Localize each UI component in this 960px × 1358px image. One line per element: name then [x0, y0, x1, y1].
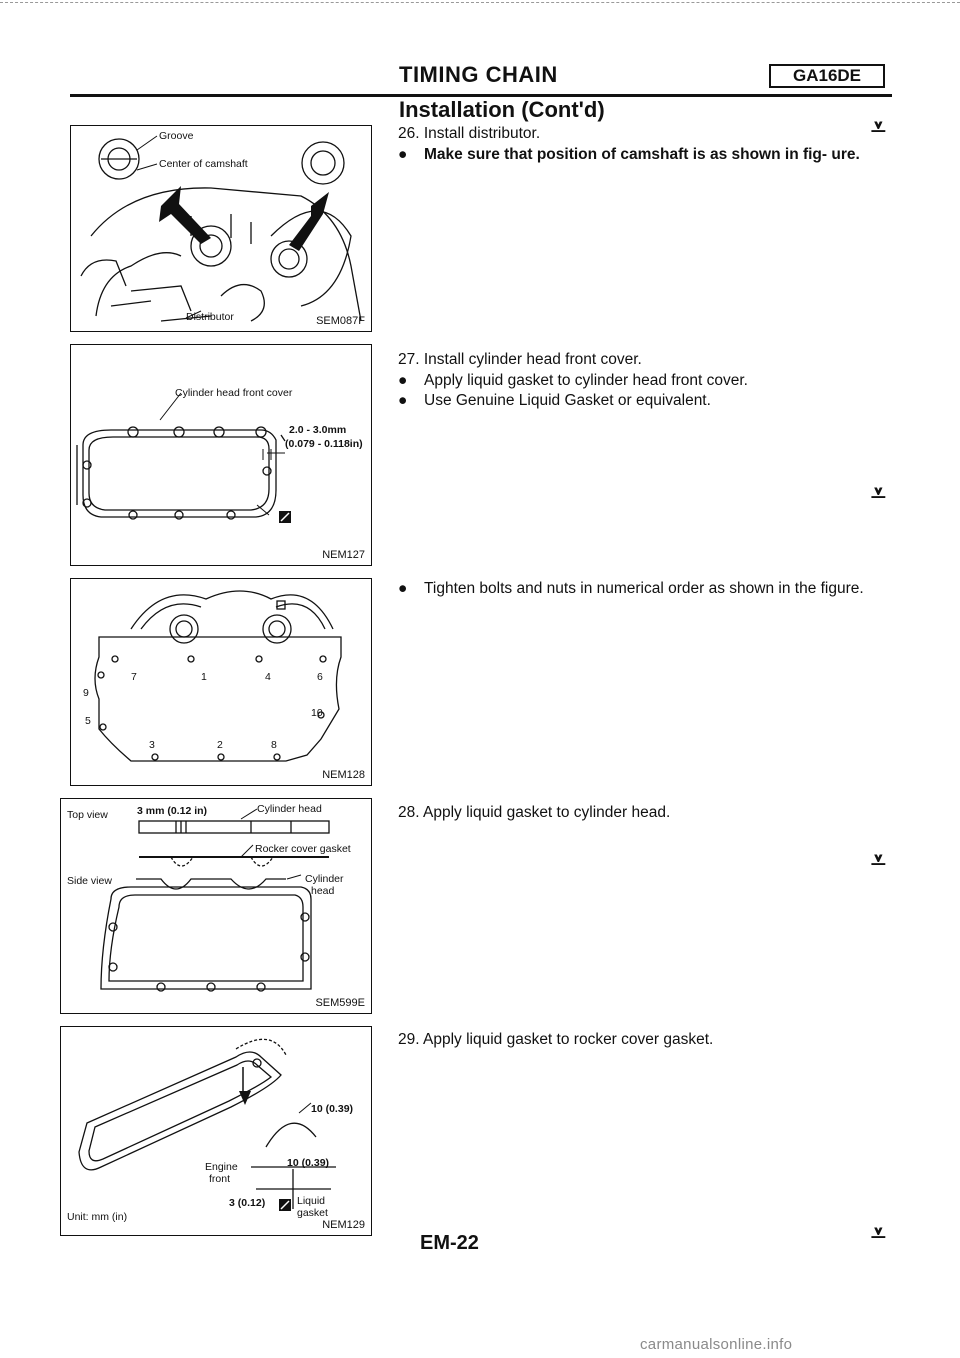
bolt-order-1: 1	[201, 671, 207, 683]
step-28-text: 28. Apply liquid gasket to cylinder head…	[398, 804, 671, 821]
step-27-bullet-2: ● Use Genuine Liquid Gasket or equivalen…	[398, 392, 711, 409]
bolt-order-2: 2	[217, 739, 223, 751]
bolt-order-illustration	[94, 590, 342, 762]
gasket-bead-dim-2: 10 (0.39)	[287, 1157, 330, 1169]
cylinder-head-label: Cylinder head	[257, 803, 322, 815]
bolt-order-3: 3	[149, 739, 155, 751]
distributor-illustration	[80, 135, 362, 322]
bullet-dot: ●	[398, 580, 408, 597]
check-mark-icon: ⩡	[871, 845, 886, 875]
bolt-order-7: 7	[131, 671, 137, 683]
gasket-offset-dim: 3 mm (0.12 in)	[137, 805, 208, 817]
step-27-text: 27. Install cylinder head front cover.	[398, 351, 642, 368]
page-number: EM-22	[420, 1232, 479, 1254]
groove-label: Groove	[159, 130, 194, 142]
engine-label: Engine	[205, 1161, 238, 1173]
bolt-order-8: 8	[271, 739, 277, 751]
bolt-order-4: 4	[265, 671, 271, 683]
figure-front-cover-gasket: Cylinder head front cover 2.0 - 3.0mm (0…	[70, 344, 372, 566]
bullet-dot: ●	[398, 372, 408, 389]
header-rule	[70, 94, 892, 97]
front-cover-illustration	[76, 392, 291, 523]
step-29-text: 29. Apply liquid gasket to rocker cover …	[398, 1031, 714, 1048]
cylinder-head-illustration	[100, 808, 330, 992]
page-header-title: TIMING CHAIN	[399, 62, 558, 87]
distributor-label: Distributor	[186, 311, 234, 323]
top-border-line	[0, 2, 960, 3]
footer-watermark: carmanualsonline.info	[640, 1336, 793, 1353]
bolt-order-10: 10	[311, 707, 323, 719]
step-26-bullet-1: ● Make sure that position of camshaft is…	[398, 146, 860, 163]
figure-code: SEM599E	[315, 997, 365, 1009]
top-view-label: Top view	[67, 809, 108, 821]
figure-code: NEM127	[322, 549, 365, 561]
step-27-bullet-1: ● Apply liquid gasket to cylinder head f…	[398, 372, 748, 389]
bolt-order-5: 5	[85, 715, 91, 727]
camshaft-center-label: Center of camshaft	[159, 158, 248, 170]
rocker-cover-gasket-label: Rocker cover gasket	[255, 843, 351, 855]
engine-model-badge: GA16DE	[769, 64, 885, 88]
gasket-offset-dim: 3 (0.12)	[229, 1197, 266, 1209]
gasket-width-in: (0.079 - 0.118in)	[285, 438, 363, 450]
bullet-dot: ●	[398, 146, 408, 163]
bolt-order-9: 9	[83, 687, 89, 699]
side-view-label: Side view	[67, 875, 112, 887]
gasket-width-mm: 2.0 - 3.0mm	[289, 424, 347, 436]
gasket-label: gasket	[297, 1207, 328, 1219]
step-26-text: 26. Install distributor.	[398, 125, 541, 142]
section-title: Installation (Cont'd)	[399, 97, 605, 122]
front-cover-label: Cylinder head front cover	[175, 387, 293, 399]
check-mark-icon: ⩡	[871, 112, 886, 142]
figure-rocker-cover-gasket: 10 (0.39) 10 (0.39) Engine front 3 (0.12…	[60, 1026, 372, 1236]
rocker-gasket-illustration	[78, 1038, 336, 1211]
tighten-bolts-bullet: ● Tighten bolts and nuts in numerical or…	[398, 580, 864, 597]
bullet-dot: ●	[398, 392, 408, 409]
cylinder-label: Cylinder	[305, 873, 344, 885]
figure-distributor-camshaft: Groove Center of camshaft Distributor SE…	[70, 125, 372, 332]
figure-code: SEM087F	[316, 315, 365, 327]
unit-label: Unit: mm (in)	[67, 1211, 128, 1223]
liquid-label: Liquid	[297, 1195, 326, 1207]
bolt-order-6: 6	[317, 671, 323, 683]
figure-code: NEM129	[322, 1219, 365, 1231]
check-mark-icon: ⩡	[871, 1218, 886, 1248]
figure-cylinder-head-gasket: Top view 3 mm (0.12 in) Cylinder head Ro…	[60, 798, 372, 1014]
gasket-bead-dim-1: 10 (0.39)	[311, 1103, 354, 1115]
head-label: head	[311, 885, 335, 897]
front-label: front	[209, 1173, 231, 1185]
figure-bolt-tightening-order: 7 1 4 6 9 10 5 3 2 8 NEM128	[70, 578, 372, 786]
check-mark-icon: ⩡	[871, 478, 886, 508]
figure-code: NEM128	[322, 769, 365, 781]
